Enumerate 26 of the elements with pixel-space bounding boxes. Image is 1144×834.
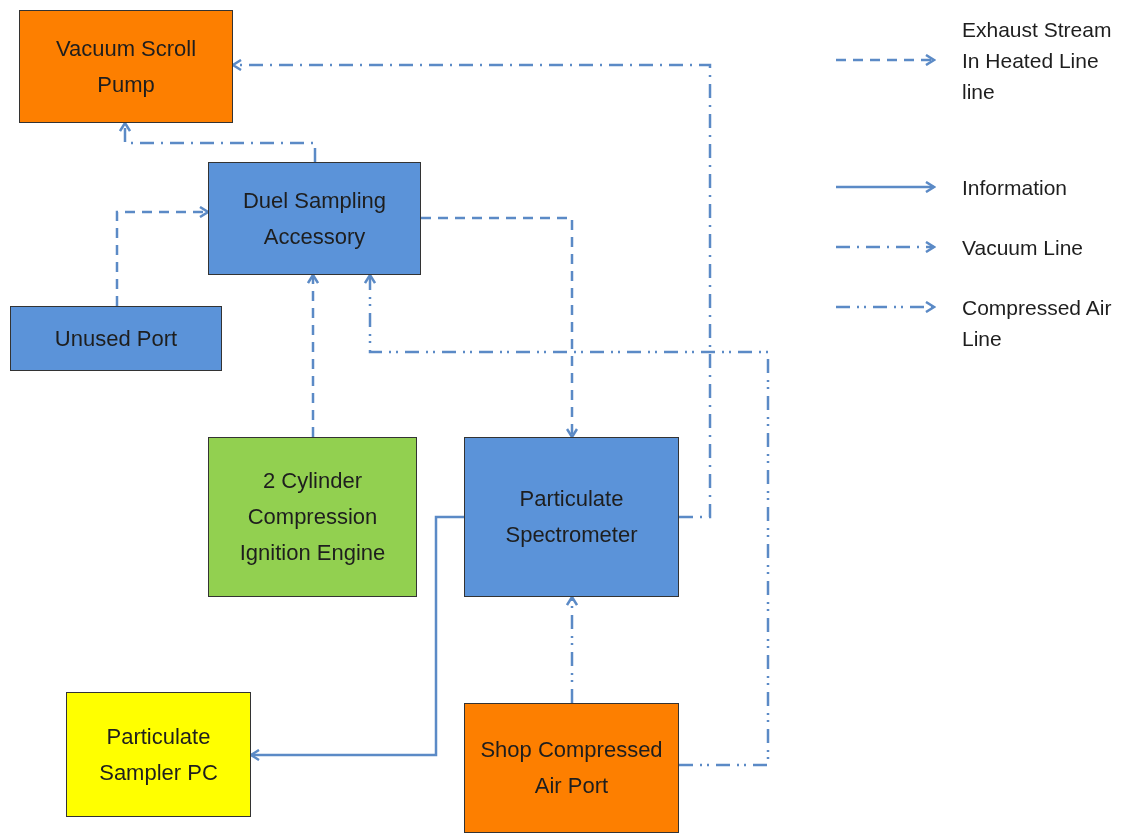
arrow [306, 273, 320, 437]
box-label: Particulate Sampler PC [98, 722, 219, 787]
arrow [249, 515, 464, 762]
arrow [565, 595, 579, 703]
box-label: Duel Sampling Accessory [241, 186, 388, 251]
port-box [10, 306, 222, 371]
box-label: Particulate Spectrometer [504, 485, 639, 549]
arrow [421, 216, 579, 439]
arrow [118, 121, 317, 162]
air-port-box [464, 703, 679, 833]
legend-text: Exhaust Stream In Heated Line line [962, 17, 1113, 105]
legend-text: Information [962, 175, 1069, 201]
box-label: 2 Cylinder Compression Ignition Engine [238, 467, 387, 567]
engine-box [208, 437, 417, 597]
legend-text: Compressed Air Line [962, 295, 1113, 352]
spectrometer-box [464, 437, 679, 597]
accessory-box [208, 162, 421, 275]
pump-box [19, 10, 233, 123]
arrow [363, 273, 770, 767]
box-label: Unused Port [53, 324, 179, 353]
arrow [115, 205, 210, 306]
box-label: Vacuum Scroll Pump [54, 34, 198, 99]
box-label: Shop Compressed Air Port [479, 736, 664, 800]
arrow [231, 58, 712, 519]
legend-text: Vacuum Line [962, 235, 1085, 261]
computer-box [66, 692, 251, 817]
